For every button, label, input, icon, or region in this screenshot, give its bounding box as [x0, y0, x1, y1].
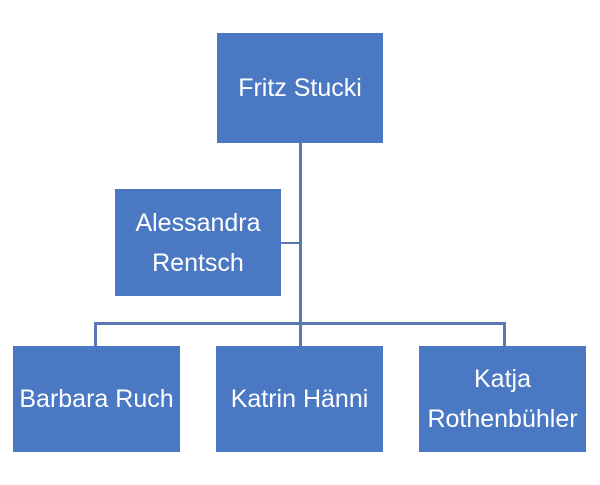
org-node-report-2[interactable]: Katrin Hänni: [216, 346, 383, 452]
connector-drop-left: [94, 322, 97, 346]
connector-top-vertical: [299, 143, 302, 325]
org-node-report-2-label: Katrin Hänni: [230, 385, 369, 413]
connector-drop-right: [503, 322, 506, 346]
org-node-top-label: Fritz Stucki: [238, 74, 362, 102]
org-node-assistant-line-1: Alessandra: [135, 208, 261, 237]
org-node-report-3-line-1: Katja: [474, 365, 531, 393]
org-node-report-1[interactable]: Barbara Ruch: [13, 346, 180, 452]
org-node-top[interactable]: Fritz Stucki: [217, 33, 383, 143]
org-node-assistant-line-2: Rentsch: [152, 248, 244, 277]
connector-drop-middle: [299, 322, 302, 346]
org-node-assistant[interactable]: Alessandra Rentsch: [115, 189, 281, 296]
org-node-report-3-line-2: Rothenbühler: [427, 405, 578, 433]
org-node-report-1-label: Barbara Ruch: [19, 385, 174, 413]
connector-assistant-horizontal: [281, 242, 301, 244]
org-node-report-3[interactable]: Katja Rothenbühler: [419, 346, 586, 452]
